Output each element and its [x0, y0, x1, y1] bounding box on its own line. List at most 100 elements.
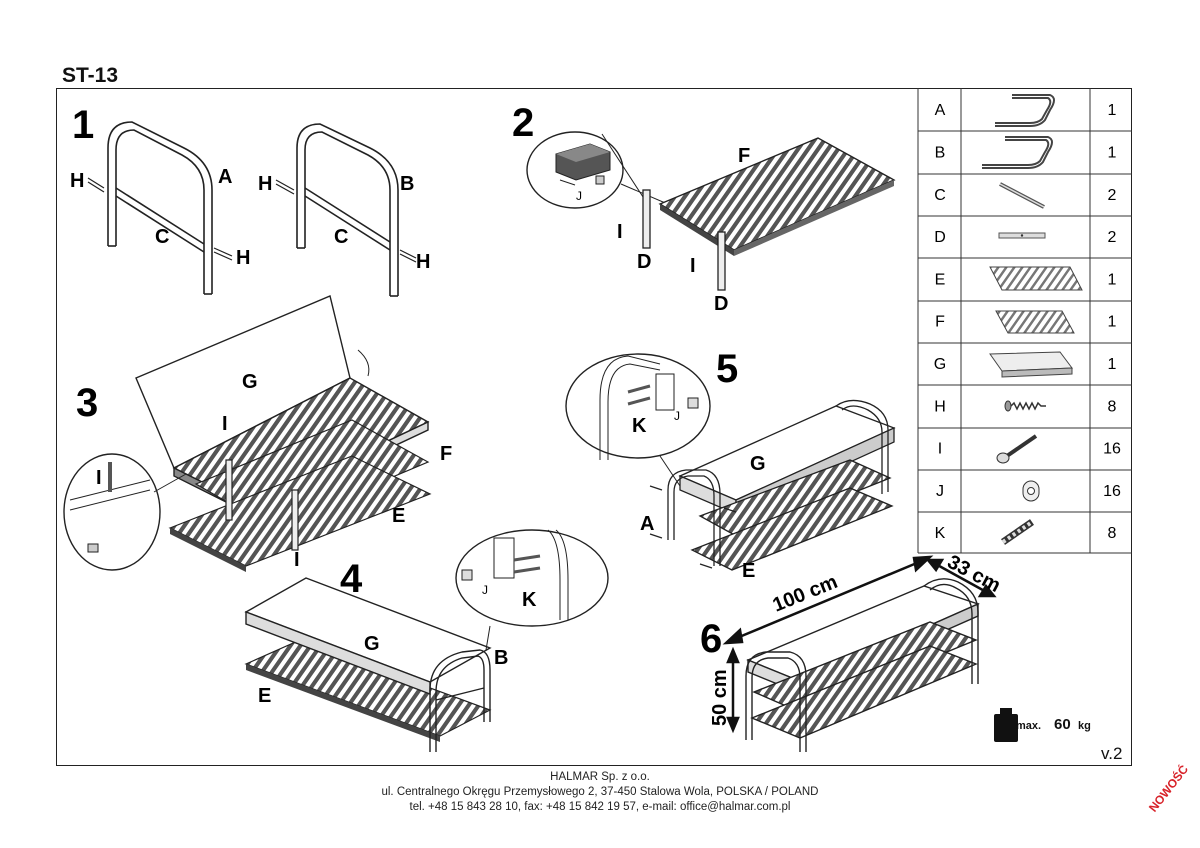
label-h-1b: H [236, 247, 250, 269]
detail-circle-5: J [565, 353, 711, 487]
part-letter-g: G [934, 356, 946, 373]
shelf-e-icon [989, 266, 1083, 291]
bars-d-step2 [642, 189, 726, 291]
part-qty-b: 1 [1108, 144, 1117, 161]
label-k-4: K [522, 589, 537, 611]
version-label: v.2 [1101, 744, 1123, 763]
footer: HALMAR Sp. z o.o. ul. Centralnego Okręgu… [0, 770, 1200, 815]
part-qty-i: 16 [1103, 441, 1121, 458]
label-i-2a: I [617, 221, 623, 243]
label-i-3c: I [294, 549, 300, 571]
label-g-4: G [364, 633, 380, 655]
shelf-f-step2 [658, 137, 896, 256]
step-6-number: 6 [700, 617, 722, 661]
dimension-depth: 33 cm [944, 551, 1004, 597]
part-letter-b: B [935, 144, 946, 161]
part-letter-k: K [935, 525, 946, 542]
step-2-number: 2 [512, 101, 534, 145]
max-load-value: 60 [1054, 716, 1071, 733]
part-qty-j: 16 [1103, 483, 1121, 500]
part-qty-k: 8 [1108, 525, 1117, 542]
label-c-1a: C [155, 226, 169, 248]
footer-contact: tel. +48 15 843 28 10, fax: +48 15 842 1… [409, 801, 791, 813]
detail-circle-3 [63, 453, 187, 571]
part-qty-f: 1 [1108, 314, 1117, 331]
document-title: ST-13 [62, 64, 119, 87]
part-qty-d: 2 [1108, 229, 1117, 246]
part-letter-e: E [935, 271, 946, 288]
label-f-3: F [440, 443, 452, 465]
weight-icon [994, 708, 1018, 742]
label-j-2: J [576, 189, 582, 203]
label-d-2b: D [714, 293, 728, 315]
bar-d-icon [998, 232, 1046, 239]
shelf-e-step3 [168, 455, 432, 572]
label-k-5: K [632, 415, 647, 437]
bar-c-icon [999, 182, 1045, 209]
side-frame-b-step4 [429, 649, 491, 752]
footer-address: ul. Centralnego Okręgu Przemysłowego 2, … [381, 786, 819, 798]
dowel-k-icon [1001, 519, 1034, 545]
max-load-unit: kg [1078, 720, 1091, 732]
frame-b-icon [982, 136, 1053, 169]
label-c-1b: C [334, 226, 348, 248]
label-h-1a: H [70, 170, 84, 192]
part-letter-c: C [934, 187, 946, 204]
part-qty-g: 1 [1108, 356, 1117, 373]
instruction-frame [56, 88, 1132, 766]
part-qty-c: 2 [1108, 187, 1117, 204]
footer-company: HALMAR Sp. z o.o. [550, 771, 650, 783]
side-frame-b [296, 123, 399, 297]
step-5-number: 5 [716, 347, 738, 391]
label-f-2: F [738, 145, 750, 167]
dimension-height: 50 cm [709, 669, 731, 726]
part-qty-e: 1 [1108, 271, 1117, 288]
screw-h-markers-1 [87, 177, 417, 263]
part-qty-h: 8 [1108, 398, 1117, 415]
label-i-3a: I [96, 467, 102, 489]
label-e-5: E [742, 560, 755, 582]
parts-table [917, 88, 1132, 554]
label-j-4: J [482, 583, 488, 597]
step-3-number: 3 [76, 381, 98, 425]
label-i-3b: I [222, 413, 228, 435]
part-letter-d: D [934, 229, 946, 246]
bench-final [745, 578, 980, 752]
nut-j-icon [1022, 480, 1040, 502]
part-letter-j: J [936, 483, 944, 500]
label-i-2b: I [690, 255, 696, 277]
side-frame-a [107, 121, 213, 295]
part-letter-a: A [935, 102, 946, 119]
part-letter-h: H [934, 398, 946, 415]
max-load-prefix: max. [1016, 720, 1042, 732]
shelf-f-icon [995, 310, 1075, 334]
max-load: max. 60 kg [992, 706, 1112, 742]
label-e-3: E [392, 505, 405, 527]
part-letter-f: F [935, 314, 945, 331]
dimension-arrows [722, 555, 997, 734]
part-qty-a: 1 [1108, 102, 1117, 119]
label-h-1d: H [416, 251, 430, 273]
label-d-2a: D [637, 251, 651, 273]
label-g-5: G [750, 453, 766, 475]
label-h-1c: H [258, 173, 272, 195]
label-a-1: A [218, 166, 232, 188]
step-1-number: 1 [72, 103, 94, 147]
legs-step3 [225, 459, 299, 551]
label-a-5: A [640, 513, 654, 535]
bench-step5 [667, 399, 896, 571]
screw-markers-5 [649, 485, 737, 569]
seat-g-icon [989, 351, 1073, 378]
screw-h-icon [1004, 400, 1046, 412]
part-letter-i: I [938, 441, 942, 458]
bolt-i-icon [996, 434, 1038, 464]
label-b-4: B [494, 647, 508, 669]
frame-a-icon [995, 94, 1055, 127]
label-j-5: J [674, 409, 680, 423]
detail-circle-4: J [455, 529, 609, 651]
step-4-number: 4 [340, 557, 363, 601]
label-b-1: B [400, 173, 414, 195]
label-g-3: G [242, 371, 258, 393]
